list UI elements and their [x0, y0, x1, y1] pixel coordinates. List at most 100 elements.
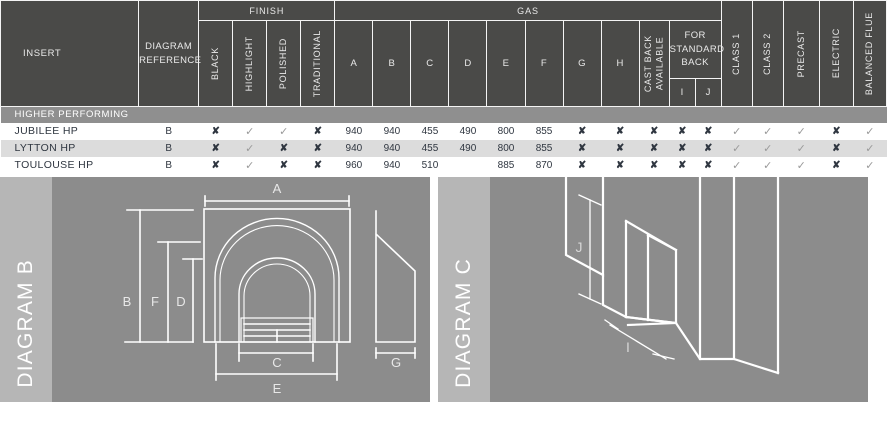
header-diagram-reference: DIAGRAM REFERENCE [138, 0, 202, 107]
section-banner-higher-performing: HIGHER PERFORMING [0, 106, 887, 123]
header-class-2: CLASS 2 [751, 0, 784, 107]
cell-gas-h: ✘ [615, 125, 625, 137]
cell-gas-d: 490 [459, 125, 477, 137]
cell-gas-c: 510 [421, 159, 439, 171]
cell-class-2: ✓ [763, 125, 773, 138]
cell-standard-back-j: ✘ [703, 159, 713, 171]
header-finish-traditional: TRADITIONAL [300, 20, 336, 107]
cell-finish-highlight: ✓ [245, 125, 255, 138]
cell-gas-e: 885 [497, 159, 515, 171]
dim-label-g: G [391, 355, 401, 370]
header-standard-back-cols-row: I J [1, 78, 887, 107]
cell-finish-black: ✘ [198, 139, 233, 157]
cell-balanced-flue: ✓ [865, 159, 875, 172]
header-gas-g: G [562, 20, 602, 107]
cell-balanced-flue: ✓ [865, 125, 875, 138]
diagram-b-label-strip: DIAGRAM B [0, 176, 52, 402]
cell-standard-back-i: ✘ [669, 139, 696, 157]
cell-finish-black: ✘ [211, 159, 220, 171]
header-standard-back-i: I [668, 78, 696, 107]
cell-gas-e: 800 [497, 125, 515, 137]
cell-gas-a: 960 [345, 159, 363, 171]
cell-precast: ✓ [796, 125, 806, 138]
header-diagram-reference-line1: DIAGRAM [145, 40, 193, 52]
header-diagram-reference-line2: REFERENCE [139, 54, 202, 66]
cell-cast-back-available: ✘ [639, 139, 670, 157]
cell-gas-h: ✘ [615, 159, 625, 171]
dim-label-j: J [576, 239, 583, 255]
cell-electric: ✘ [832, 159, 841, 171]
cell-cast-back-available: ✘ [649, 125, 659, 137]
header-gas-f: F [524, 20, 564, 107]
diagram-c-drawing: J I [564, 176, 780, 374]
header-gas-c: C [410, 20, 450, 107]
header-gas-a: A [334, 20, 374, 107]
cell-class-2: ✓ [752, 139, 784, 157]
cell-gas-h: ✘ [601, 139, 640, 157]
dim-label-b: B [123, 294, 132, 309]
header-group-row: INSERT DIAGRAM REFERENCE FINISH GAS CLAS… [0, 0, 887, 107]
cell-gas-f: 870 [535, 159, 553, 171]
table-row[interactable]: LYTTON HP B ✘ ✓ ✘ ✘ 940 940 455 490 800 … [0, 139, 887, 157]
cell-class-2: ✓ [763, 159, 773, 172]
header-finish-highlight: HIGHLIGHT [232, 20, 268, 107]
insert-specification-table: INSERT DIAGRAM REFERENCE FINISH GAS CLAS… [0, 0, 887, 174]
dim-label-c: C [272, 355, 281, 370]
cell-gas-b: 940 [383, 159, 401, 171]
header-precast: PRECAST [782, 0, 820, 107]
cell-diagram-reference: B [138, 139, 199, 157]
cell-gas-c: 455 [410, 139, 449, 157]
cell-class-1: ✓ [732, 159, 742, 172]
header-balanced-flue: BALANCED FLUE [852, 0, 887, 107]
cell-class-1: ✓ [732, 125, 742, 138]
diagram-c-panel: DIAGRAM C [438, 176, 868, 402]
header-gas-d: D [448, 20, 488, 107]
table-row[interactable]: JUBILEE HP B ✘ ✓ ✓ ✘ 940 940 455 490 800… [1, 123, 887, 140]
cell-electric: ✘ [819, 139, 854, 157]
cell-gas-g: ✘ [563, 139, 602, 157]
cell-finish-traditional: ✘ [313, 159, 323, 171]
cell-finish-traditional: ✘ [313, 125, 323, 137]
header-electric: ELECTRIC [818, 0, 854, 107]
cell-gas-g: ✘ [577, 159, 587, 171]
cell-finish-highlight: ✓ [232, 139, 267, 157]
cell-finish-black: ✘ [211, 125, 220, 137]
cell-gas-b: 940 [372, 139, 411, 157]
header-class-1: CLASS 1 [720, 0, 753, 107]
cell-standard-back-i: ✘ [677, 159, 687, 171]
cell-gas-f: 855 [535, 125, 553, 137]
cell-gas-d: 490 [448, 139, 487, 157]
cell-standard-back-j: ✘ [703, 125, 713, 137]
cell-class-1: ✓ [721, 139, 753, 157]
cell-gas-d [449, 157, 487, 174]
cell-precast: ✓ [796, 159, 806, 172]
diagram-c-label-strip: DIAGRAM C [438, 176, 490, 402]
diagram-b-drawing: A B F D C E G [123, 181, 416, 396]
cell-gas-a: 940 [345, 125, 363, 137]
cell-gas-c: 455 [421, 125, 439, 137]
cell-gas-f: 855 [525, 139, 564, 157]
cell-diagram-reference: B [165, 125, 172, 137]
cell-precast: ✓ [783, 139, 820, 157]
header-group-gas: GAS [334, 0, 722, 21]
row-name: LYTTON HP [0, 139, 139, 157]
dim-label-a: A [273, 181, 282, 196]
diagram-panels: DIAGRAM B [0, 176, 887, 409]
header-insert: INSERT [0, 0, 140, 107]
header-subgroup-row: BLACK HIGHLIGHT POLISHED TRADITIONAL A B… [1, 20, 887, 107]
cell-finish-polished: ✘ [266, 139, 301, 157]
header-gas-b: B [372, 20, 412, 107]
table-row[interactable]: TOULOUSE HP B ✘ ✓ ✘ ✘ 960 940 510 885 87… [1, 157, 887, 174]
cell-gas-g: ✘ [577, 125, 587, 137]
header-gas-e: E [486, 20, 526, 107]
header-standard-back-j: J [694, 78, 722, 107]
header-gas-h: H [600, 20, 640, 107]
header-for-standard-back: FOR STANDARD BACK [668, 20, 724, 79]
cell-standard-back-j: ✘ [695, 139, 722, 157]
cell-balanced-flue: ✓ [853, 139, 887, 157]
cell-finish-polished: ✓ [279, 125, 289, 138]
dim-label-e: E [273, 381, 282, 396]
table-body: HIGHER PERFORMING JUBILEE HP B ✘ ✓ ✓ ✘ 9… [0, 106, 887, 174]
